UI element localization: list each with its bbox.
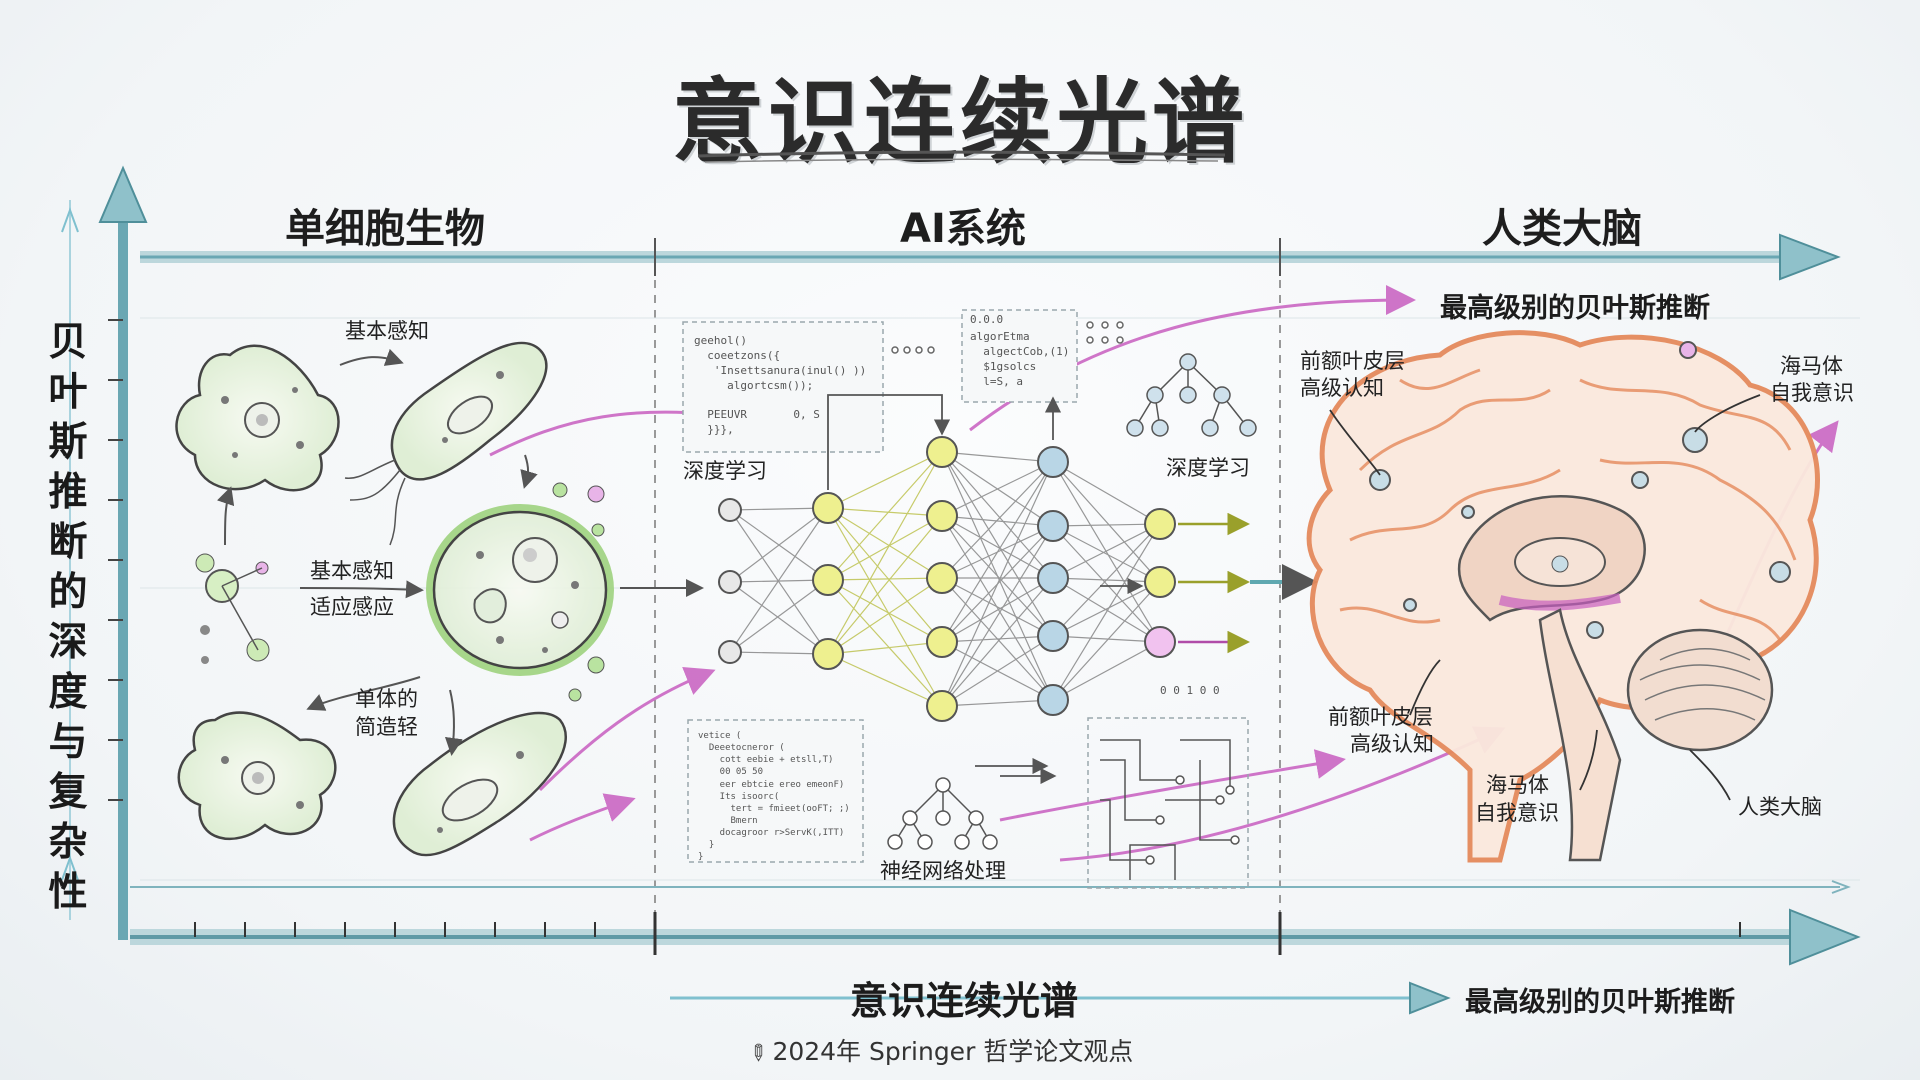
label-hippocampus-top-2: 自我意识 bbox=[1770, 381, 1854, 405]
y-axis bbox=[61, 165, 148, 940]
label-deep-learning-right: 深度学习 bbox=[1166, 456, 1250, 480]
section-title-ai: AI系统 bbox=[900, 206, 1026, 252]
neural-network-edges bbox=[729, 451, 1161, 707]
code-snippet-top-right: algorEtma algectCob,(1) $1gsolcs l=S, a bbox=[970, 330, 1070, 388]
cell-amoeba-bottom bbox=[177, 711, 337, 841]
label-prefrontal-bottom-2: 高级认知 bbox=[1350, 732, 1434, 756]
label-hippocampus-top-1: 海马体 bbox=[1780, 354, 1843, 378]
label-neural-processing: 神经网络处理 bbox=[880, 859, 1006, 883]
cell-bacterium-top bbox=[344, 341, 548, 546]
code-snippet-top-left: geehol() coeetzons({ 'Insettsanura(inul(… bbox=[694, 334, 867, 437]
label-human-brain: 人类大脑 bbox=[1738, 795, 1822, 819]
neural-network-output-arrows bbox=[1178, 512, 1250, 654]
label-basic-perception-top: 基本感知 bbox=[345, 319, 429, 343]
x-axis-right-label: 最高级别的贝叶斯推断 bbox=[1465, 987, 1735, 1018]
label-hippocampus-bottom-2: 自我意识 bbox=[1475, 801, 1559, 825]
neural-network-hidden-1 bbox=[812, 492, 844, 670]
cell-central bbox=[426, 482, 614, 702]
dots-decoration bbox=[891, 321, 1124, 354]
label-prefrontal-top-1: 前额叶皮层 bbox=[1300, 349, 1405, 373]
brain-leader-lines bbox=[1329, 394, 1761, 801]
label-hippocampus-bottom-1: 海马体 bbox=[1486, 773, 1549, 797]
x-axis-title: 意识连续光谱 bbox=[850, 979, 1079, 1023]
label-deep-learning-left: 深度学习 bbox=[683, 459, 767, 483]
neural-network-output-nodes bbox=[1144, 508, 1176, 658]
cerebellum bbox=[1626, 628, 1774, 752]
label-basic-perception-mid: 基本感知 bbox=[310, 559, 394, 583]
code-snippet-circuit-header: 0 0 1 0 0 bbox=[1160, 684, 1220, 697]
code-snippet-top-right-header: 0.0.0 bbox=[970, 313, 1004, 326]
top-axis-arrow bbox=[140, 233, 1841, 281]
tree-diagram-bottom bbox=[887, 777, 998, 850]
brain-illustration bbox=[1306, 330, 1820, 863]
y-axis-label: 贝叶斯推断的深度与复杂性 bbox=[48, 320, 88, 915]
tree-diagram-top bbox=[1126, 353, 1257, 437]
label-prefrontal-bottom-1: 前额叶皮层 bbox=[1328, 705, 1433, 729]
neural-network-hidden-3 bbox=[1037, 446, 1069, 716]
section-dividers bbox=[654, 280, 1281, 920]
neural-network-hidden-2 bbox=[926, 436, 958, 722]
top-arrow-label: 最高级别的贝叶斯推断 bbox=[1440, 293, 1710, 324]
footer-text: 2024年 Springer 哲学论文观点 bbox=[772, 1037, 1134, 1066]
main-title: 意识连续光谱 bbox=[671, 69, 1248, 176]
circuit-board bbox=[1087, 717, 1249, 889]
cell-flow-arrows bbox=[217, 348, 704, 756]
footer-citation: ✎2024年 Springer 哲学论文观点 bbox=[742, 1032, 1134, 1069]
section-title-single-cell: 单细胞生物 bbox=[285, 206, 485, 252]
label-individual-line2: 简造轻 bbox=[355, 715, 418, 739]
label-adaptive-response: 适应感应 bbox=[310, 595, 394, 619]
code-box-top-left bbox=[682, 321, 884, 453]
neural-network-input-nodes bbox=[718, 498, 742, 664]
code-box-bottom-left bbox=[687, 719, 864, 863]
cell-left-node-cluster bbox=[195, 553, 270, 664]
code-snippet-bottom-left: vetice ( Deeetocneror ( cott eebie + ets… bbox=[698, 731, 850, 863]
ai-flow-arrows bbox=[827, 394, 1318, 785]
cell-bacterium-bottom bbox=[392, 711, 567, 857]
cell-amoeba-top bbox=[175, 344, 340, 492]
section-title-human-brain: 人类大脑 bbox=[1482, 206, 1642, 252]
x-axis bbox=[130, 880, 1861, 1015]
label-individual-line1: 单体的 bbox=[355, 687, 418, 711]
label-prefrontal-top-2: 高级认知 bbox=[1300, 376, 1384, 400]
code-box-top-right bbox=[961, 309, 1078, 403]
